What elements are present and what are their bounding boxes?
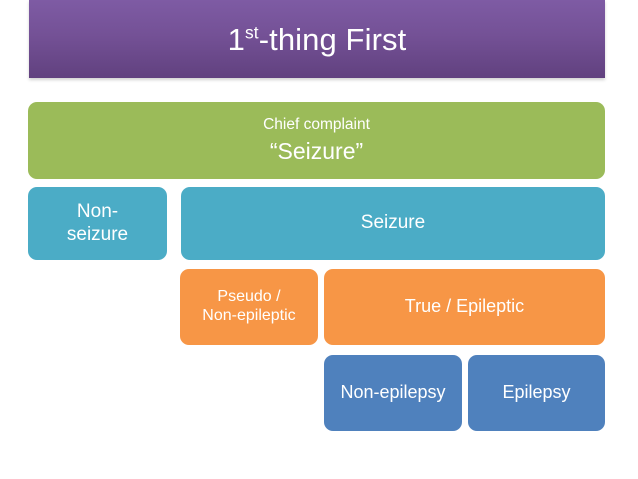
box-epilepsy-label: Epilepsy [502, 382, 571, 403]
box-pseudo-line1: Pseudo / [217, 288, 281, 306]
chief-complaint-box: Chief complaint “Seizure” [28, 102, 605, 179]
box-pseudo-non-epileptic: Pseudo / Non-epileptic [180, 269, 318, 345]
box-seizure: Seizure [181, 187, 605, 260]
chief-complaint-value: “Seizure” [269, 138, 364, 165]
box-non-seizure-line2: seizure [66, 223, 129, 245]
box-non-epilepsy-label: Non-epilepsy [340, 382, 446, 403]
box-pseudo-line2: Non-epileptic [202, 307, 296, 324]
box-seizure-label: Seizure [360, 212, 426, 234]
title-superscript: st [245, 22, 259, 43]
page-title: 1st-thing First [227, 21, 407, 57]
box-true-epileptic: True / Epileptic [324, 269, 605, 345]
chief-complaint-label: Chief complaint [263, 115, 370, 133]
title-prefix: 1 [227, 21, 245, 57]
box-non-seizure: Non- seizure [28, 187, 167, 260]
box-non-seizure-line1: Non- [76, 201, 119, 223]
box-epilepsy: Epilepsy [468, 355, 605, 431]
title-suffix: -thing First [258, 21, 407, 57]
box-non-epilepsy: Non-epilepsy [324, 355, 462, 431]
box-true-epileptic-label: True / Epileptic [404, 296, 525, 317]
title-banner: 1st-thing First [29, 0, 605, 78]
